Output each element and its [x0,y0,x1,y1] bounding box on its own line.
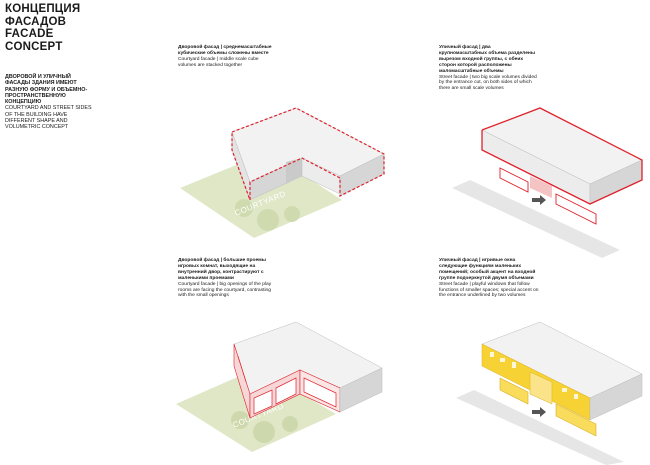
entrance [529,371,553,405]
intro-en: COURTYARD AND STREET SIDES OF THE BUILDI… [5,105,92,131]
title-line: ФАСАДОВ [5,15,67,28]
mullion [237,355,247,383]
caption-ru: Уличный фасад | два крупномасштабных объ… [439,45,536,74]
outline-dashed [231,107,385,201]
intro-ru: ДВОРОВОЙ И УЛИЧНЫЙ ФАСАДЫ ЗДАНИЯ ИМЕЮТ Р… [5,74,88,106]
big-opening [253,389,273,415]
caption-courtyard-top: Дворовой фасад | среднемасштабные кубиче… [178,45,274,69]
tree [231,411,249,429]
wall [339,367,383,413]
window [512,362,516,368]
caption-en: Courtyard facade | middle scale cube vol… [178,56,259,68]
window [490,352,494,357]
small-volume [555,403,597,437]
window [500,358,505,362]
tree [257,209,279,231]
window [574,394,578,399]
entrance-arrow-icon [532,407,546,417]
tree [282,416,298,432]
caption-courtyard-bottom: Дворовой фасад | большие проемы игровых … [178,258,276,299]
street-ground [456,390,624,465]
caption-street-bottom: Уличный фасад | игривые окна следующие ф… [439,258,539,299]
intro-text: ДВОРОВОЙ И УЛИЧНЫЙ ФАСАДЫ ЗДАНИЯ ИМЕЮТ Р… [5,74,97,131]
wall-shade [286,158,302,184]
caption-en: Street facade | playful windows that fol… [439,281,539,299]
big-opening [275,377,297,405]
small-volume [499,167,529,193]
courtyard-bottom-drawing: COURTYARD [176,321,383,452]
caption-ru: Дворовой фасад | среднемасштабные кубиче… [178,45,272,56]
courtyard-top-drawing: COURTYARD [180,107,385,238]
caption-en: Street facade | two big scale volumes di… [439,74,537,92]
big-opening [303,377,337,408]
caption-street-top: Уличный фасад | два крупномасштабных объ… [439,45,539,92]
small-volume [555,193,597,225]
street-bottom-drawing: STREET [456,321,643,465]
tree [284,206,300,222]
page-title: КОНЦЕПЦИЯ ФАСАДОВ FACADE CONCEPT [5,3,80,53]
window [562,388,567,392]
small-volume [499,377,529,405]
caption-ru: Дворовой фасад | большие проемы игровых … [178,258,266,281]
caption-ru: Уличный фасад | игривые окна следующие ф… [439,258,536,281]
caption-en: Courtyard facade | big openings of the p… [178,281,272,299]
street-ground [452,180,620,258]
outline-solid [481,107,643,205]
entrance [530,176,552,198]
title-line: КОНЦЕПЦИЯ [5,3,81,15]
entrance-arrow-icon [532,195,546,205]
title-line: CONCEPT [5,40,63,53]
street-top-drawing: STREET [452,107,643,258]
wall [589,373,643,421]
tree [253,421,275,443]
tree [235,199,253,217]
title-line: FACADE [5,28,54,40]
